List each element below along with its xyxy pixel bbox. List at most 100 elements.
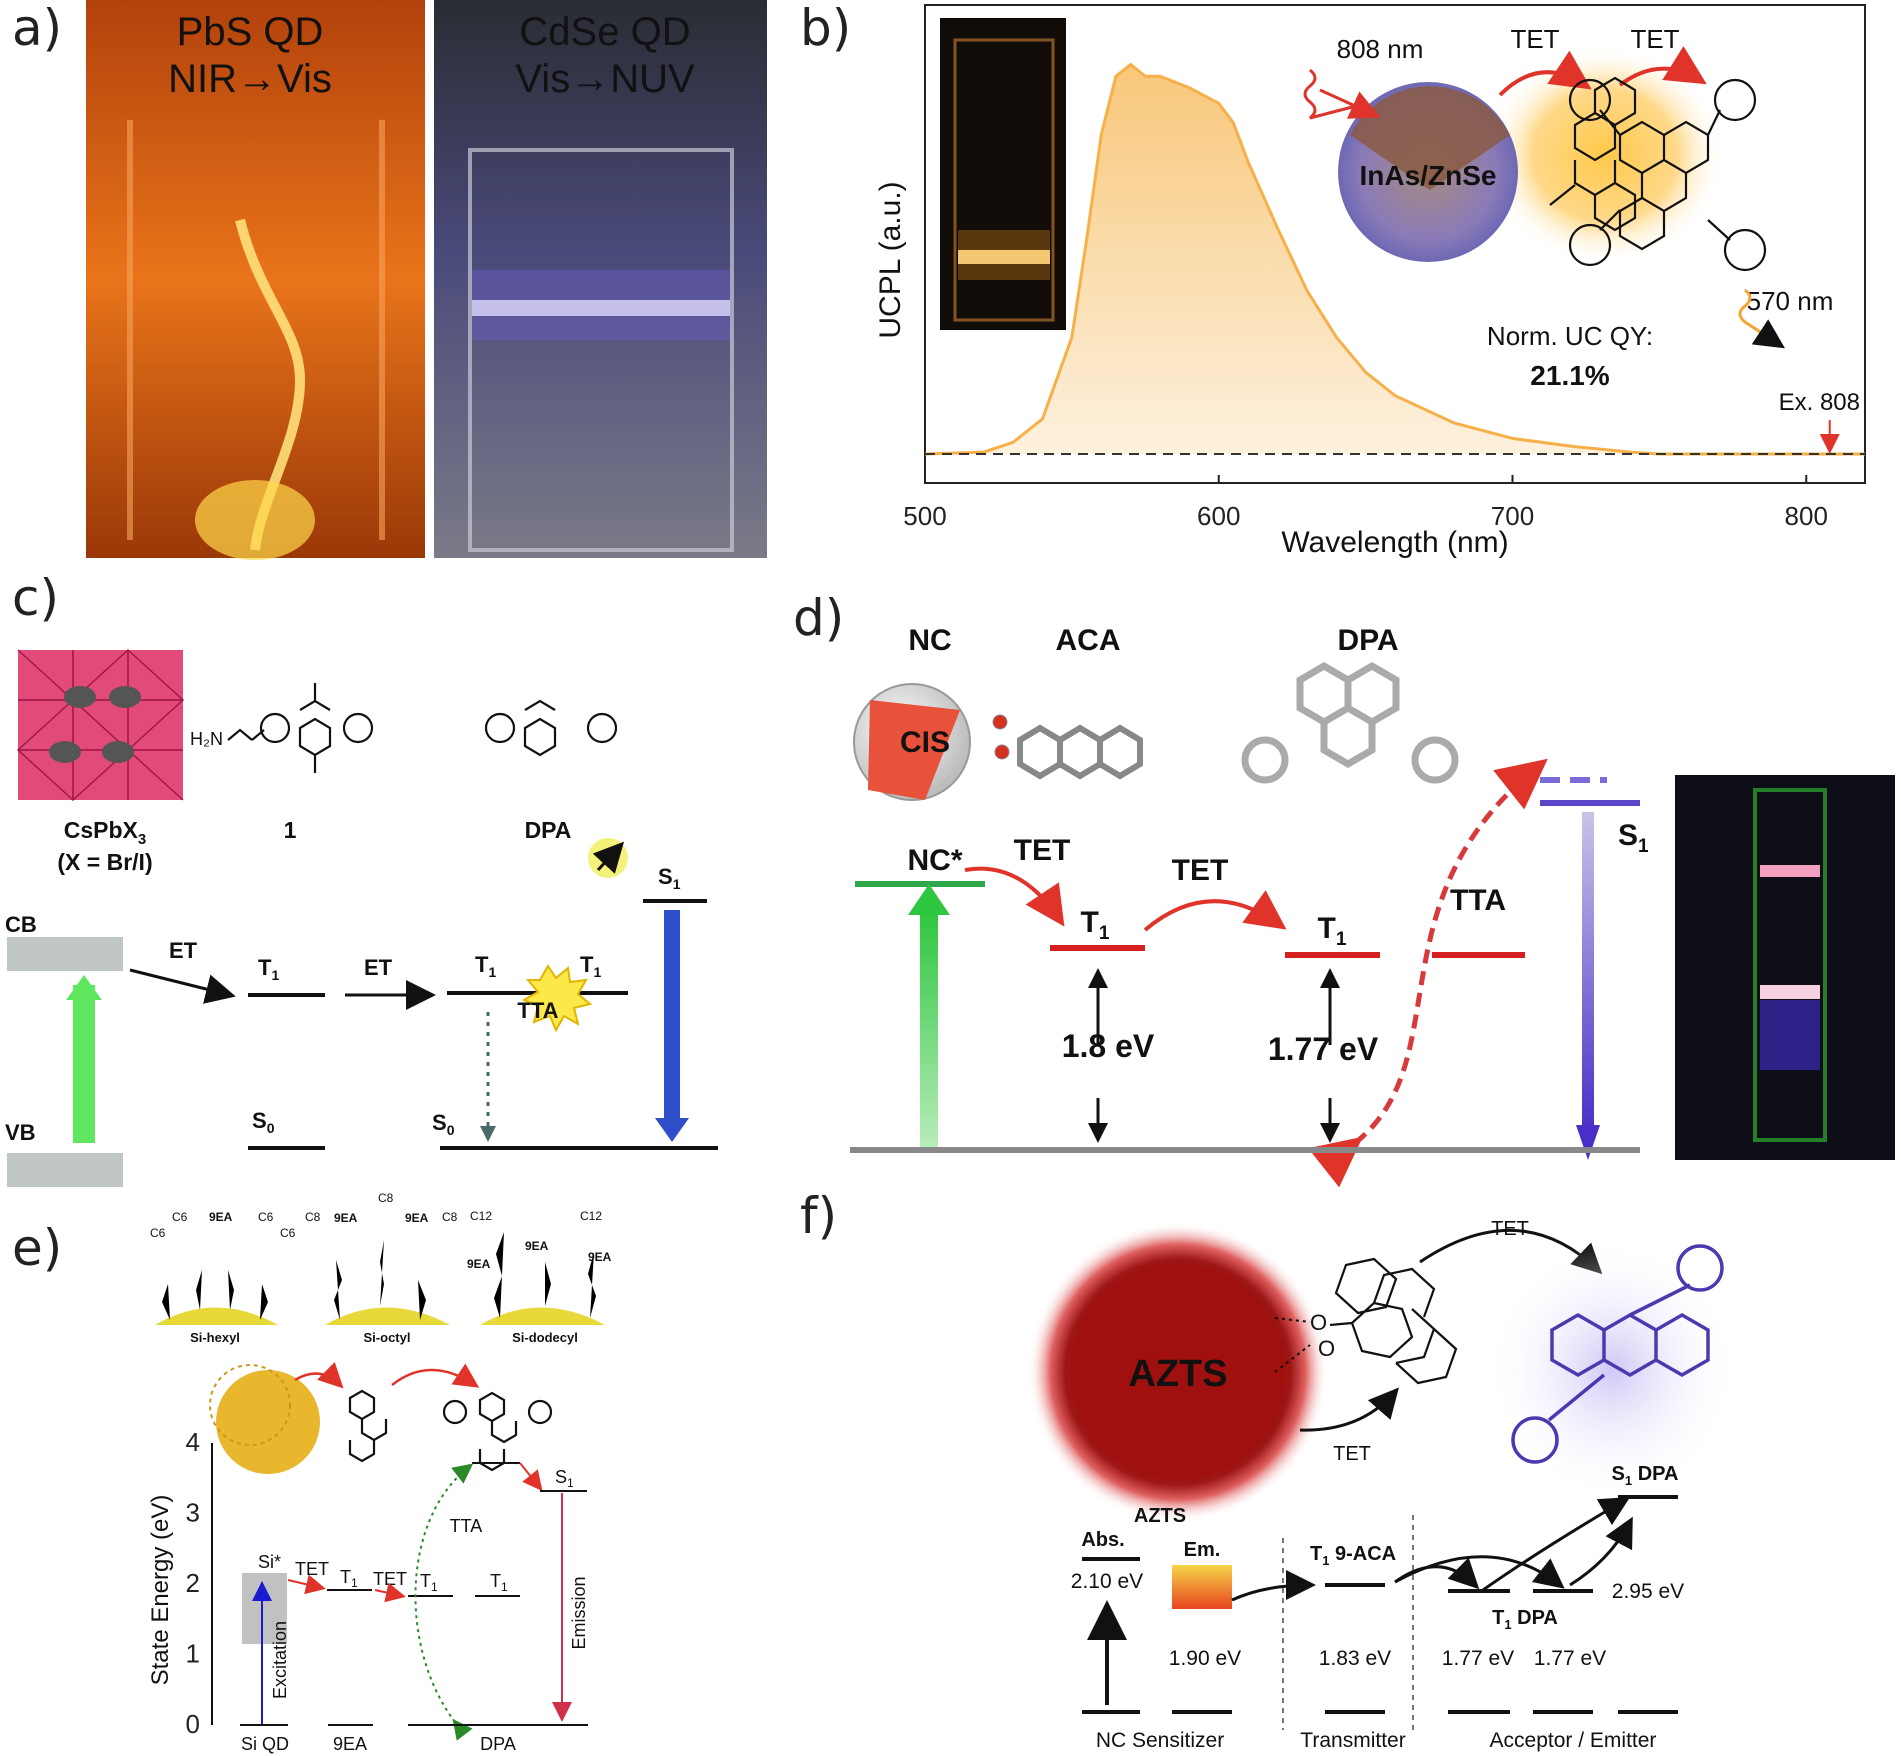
c-t1-label-2: T1 bbox=[475, 952, 496, 980]
b-spectrum-line bbox=[924, 62, 1865, 456]
panel-f: f) AZTS O O TET TET AZTS Abs. 2.10 eV Em… bbox=[800, 1187, 1737, 1752]
e-t1-label-3: T1 bbox=[490, 1571, 508, 1594]
d-dpa-structure bbox=[1241, 661, 1459, 784]
panel-e: e) C6 C6 9EA C6 C6 C8 9EA C8 9EA C8 C12 … bbox=[12, 1191, 612, 1754]
panel-label-e: e) bbox=[12, 1219, 62, 1277]
f-e-dpa2: 1.77 eV bbox=[1534, 1647, 1606, 1670]
e-yticks: 0 1 2 3 4 bbox=[186, 1427, 200, 1739]
d-nc-star: NC* bbox=[907, 844, 962, 877]
e-ylabel: State Energy (eV) bbox=[147, 1495, 174, 1686]
d-emission-arrow bbox=[1582, 812, 1594, 1132]
d-dpa-label: DPA bbox=[1337, 624, 1398, 657]
e-c6-1: C6 bbox=[150, 1226, 166, 1240]
b-ex-label: Ex. 808 bbox=[1779, 389, 1860, 416]
c-tta: TTA bbox=[517, 998, 558, 1023]
c-cb-label: CB bbox=[5, 912, 37, 937]
f-em-label: Em. bbox=[1184, 1539, 1221, 1561]
d-e2: 1.77 eV bbox=[1268, 1031, 1379, 1067]
d-t1-label-1: T1 bbox=[1081, 906, 1110, 944]
panel-c: c) CsPbX3 (X = Br/I) H₂N 1 DPA CB bbox=[5, 569, 718, 1187]
f-azts-sphere bbox=[1070, 1264, 1286, 1480]
b-xtick-700: 700 bbox=[1491, 501, 1534, 531]
d-aca-structure bbox=[992, 714, 1143, 780]
c-t1-label-1: T1 bbox=[258, 955, 279, 983]
b-xtick-800: 800 bbox=[1785, 501, 1828, 531]
e-sub-dodecyl: Si-dodecyl bbox=[512, 1330, 578, 1345]
e-t1-label-1: T1 bbox=[340, 1567, 358, 1590]
c-s0-label-1: S0 bbox=[252, 1108, 275, 1136]
c-vb-band bbox=[7, 1153, 123, 1187]
c-mat2: 1 bbox=[284, 817, 297, 843]
b-plot-frame bbox=[924, 4, 1866, 484]
b-xlabel: Wavelength (nm) bbox=[1281, 526, 1508, 559]
f-s1dpa-label: S1 DPA bbox=[1612, 1463, 1679, 1488]
d-e1: 1.8 eV bbox=[1062, 1028, 1155, 1064]
pbs-title: PbS QD bbox=[177, 10, 324, 54]
c-molecule-1 bbox=[227, 683, 374, 773]
c-mat1: CsPbX3 bbox=[64, 817, 146, 848]
c-h2n: H₂N bbox=[190, 729, 223, 749]
d-nc-label: NC bbox=[908, 624, 951, 657]
b-anthracene-structure bbox=[1549, 76, 1637, 232]
e-c8-1: C8 bbox=[305, 1210, 321, 1224]
e-tta-curve bbox=[414, 1463, 474, 1741]
e-cat2: 9EA bbox=[333, 1734, 367, 1754]
b-qy-value: 21.1% bbox=[1530, 360, 1609, 391]
c-et1: ET bbox=[169, 938, 198, 963]
c-mat3: DPA bbox=[525, 817, 572, 843]
d-cis-label: CIS bbox=[900, 726, 950, 759]
e-ea-4: 9EA bbox=[525, 1239, 549, 1253]
f-azts-small: AZTS bbox=[1134, 1505, 1186, 1527]
e-c12-1: C12 bbox=[470, 1209, 492, 1223]
e-ytick-3: 3 bbox=[186, 1498, 200, 1528]
cdse-subtitle: Vis→NUV bbox=[515, 57, 695, 101]
e-ytick-1: 1 bbox=[186, 1639, 200, 1669]
b-rubrene-structure bbox=[1568, 78, 1767, 272]
f-t1aca-label: T1 9-ACA bbox=[1310, 1543, 1396, 1568]
e-c6-4: C6 bbox=[280, 1226, 296, 1240]
c-vb-label: VB bbox=[5, 1120, 36, 1145]
e-ea-6: 9EA bbox=[588, 1250, 612, 1264]
d-tet1: TET bbox=[1014, 834, 1071, 867]
c-et2: ET bbox=[364, 955, 393, 980]
d-tta-curve bbox=[1308, 758, 1548, 1188]
b-qy-label: Norm. UC QY: bbox=[1487, 321, 1653, 351]
f-e-aca: 1.83 eV bbox=[1319, 1647, 1391, 1670]
c-cb-band bbox=[7, 937, 123, 971]
e-tet-2: TET bbox=[373, 1569, 407, 1589]
b-emis-label: 570 nm bbox=[1747, 286, 1834, 316]
b-tet2: TET bbox=[1630, 24, 1679, 54]
f-em-band bbox=[1172, 1565, 1232, 1609]
e-tet-1: TET bbox=[295, 1559, 329, 1579]
e-ytick-0: 0 bbox=[186, 1709, 200, 1739]
e-c12-2: C12 bbox=[580, 1209, 602, 1223]
panel-label-b: b) bbox=[800, 0, 851, 57]
e-ea-2: 9EA bbox=[334, 1211, 358, 1225]
e-c6-2: C6 bbox=[172, 1210, 188, 1224]
e-c8-2: C8 bbox=[378, 1191, 394, 1205]
f-tet2-arrow bbox=[1299, 1387, 1399, 1432]
f-aca-structure: O O bbox=[1274, 1257, 1458, 1385]
panel-a: a) PbS QD NIR→Vis CdSe QD Vis→NUV bbox=[12, 0, 767, 560]
pbs-subtitle: NIR→Vis bbox=[168, 57, 332, 101]
e-ea-5: 9EA bbox=[467, 1257, 491, 1271]
c-perovskite-lattice bbox=[16, 648, 185, 802]
d-aca-label: ACA bbox=[1056, 624, 1121, 657]
d-tta: TTA bbox=[1450, 884, 1506, 917]
e-9ea-structure bbox=[348, 1389, 388, 1463]
e-si-star: Si* bbox=[258, 1552, 281, 1572]
e-si-qd bbox=[216, 1370, 320, 1474]
f-abs-label: Abs. bbox=[1081, 1529, 1124, 1551]
f-e-abs: 2.10 eV bbox=[1071, 1570, 1143, 1593]
panel-label-a: a) bbox=[12, 0, 62, 57]
f-dpa-glow bbox=[1487, 1240, 1737, 1500]
e-tta: TTA bbox=[450, 1516, 483, 1536]
e-c6-3: C6 bbox=[258, 1210, 274, 1224]
f-e-dpa1: 1.77 eV bbox=[1442, 1647, 1514, 1670]
d-tet2: TET bbox=[1172, 854, 1229, 887]
d-cis-core bbox=[868, 700, 960, 800]
e-ytick-4: 4 bbox=[186, 1427, 200, 1457]
e-sub-octyl: Si-octyl bbox=[364, 1330, 411, 1345]
e-sub-hexyl: Si-hexyl bbox=[190, 1330, 240, 1345]
